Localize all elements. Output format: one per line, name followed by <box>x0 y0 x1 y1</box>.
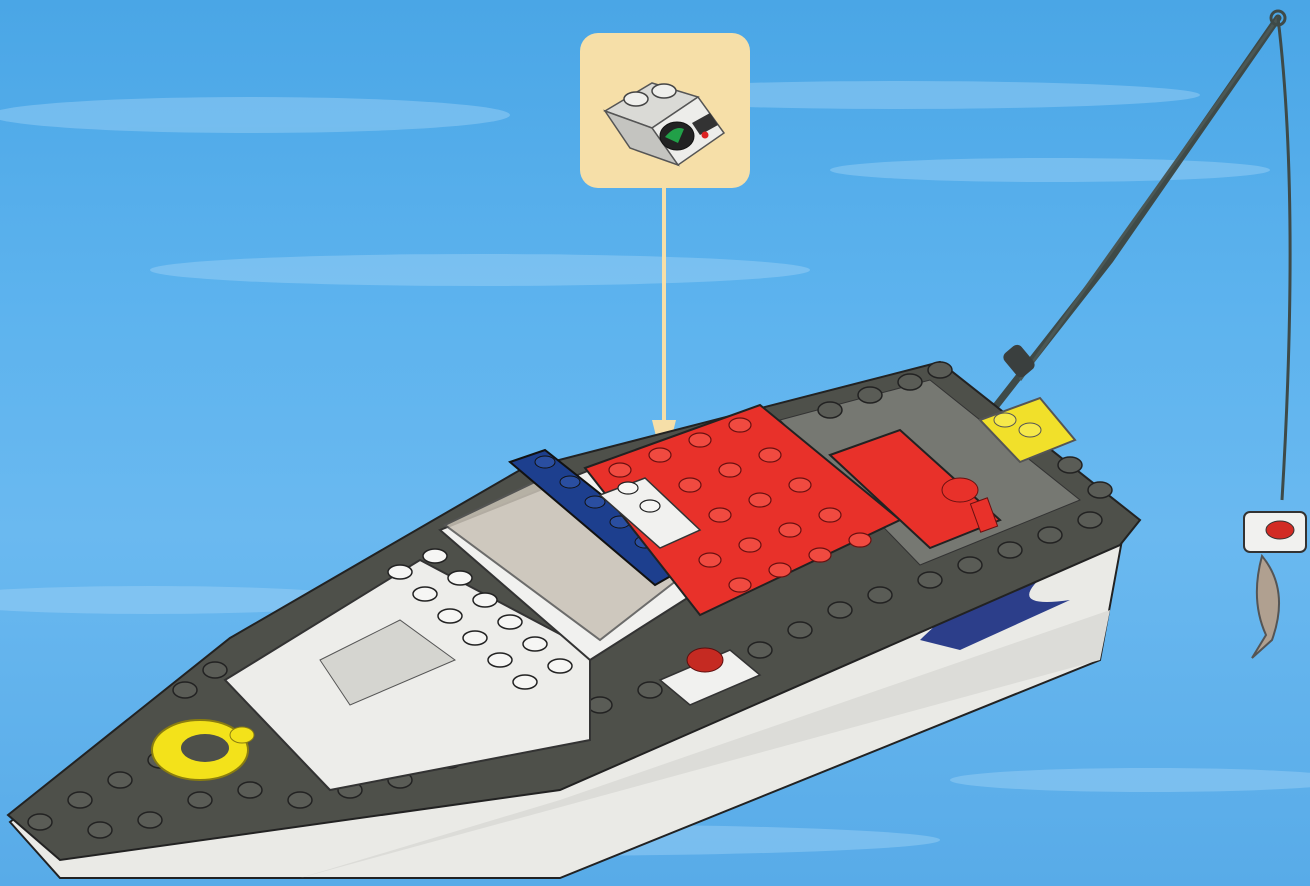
fish-on-line <box>1244 512 1306 658</box>
placement-arrow <box>652 188 676 468</box>
